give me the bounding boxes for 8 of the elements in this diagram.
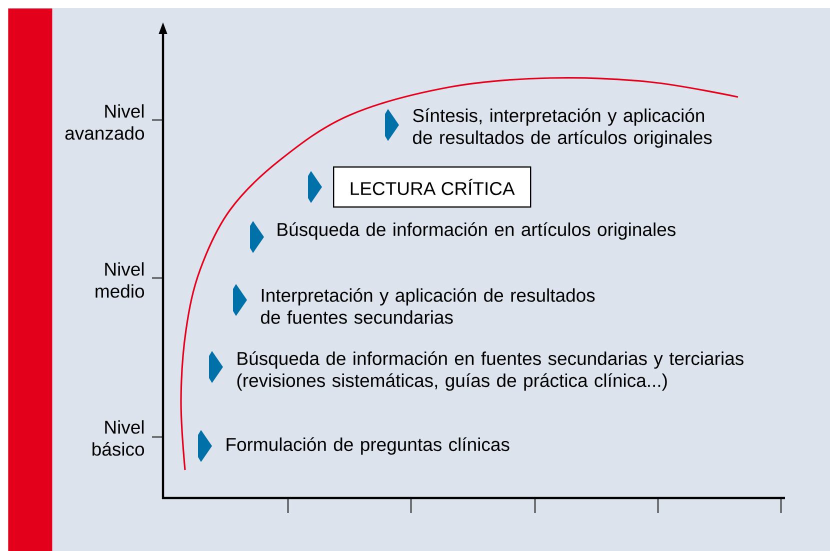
axis-label: Nivel básico <box>92 420 144 456</box>
step-text: Búsqueda de información en fuentes secundarias y terciarias (revisiones sistemáticas, guías de práctica clínica...) <box>237 351 744 391</box>
step-text: Formulación de preguntas clínicas <box>226 437 510 455</box>
step-text: Interpretación y aplicación de resultados de fuentes secundarias <box>261 288 595 324</box>
highlight-box: LECTURA CRÍTICA <box>333 166 532 208</box>
axis-label: Nivel medio <box>96 262 144 298</box>
step-text: Síntesis, interpretación y aplicación de resultados de artículos originales <box>413 108 712 148</box>
side-bar <box>8 8 52 551</box>
